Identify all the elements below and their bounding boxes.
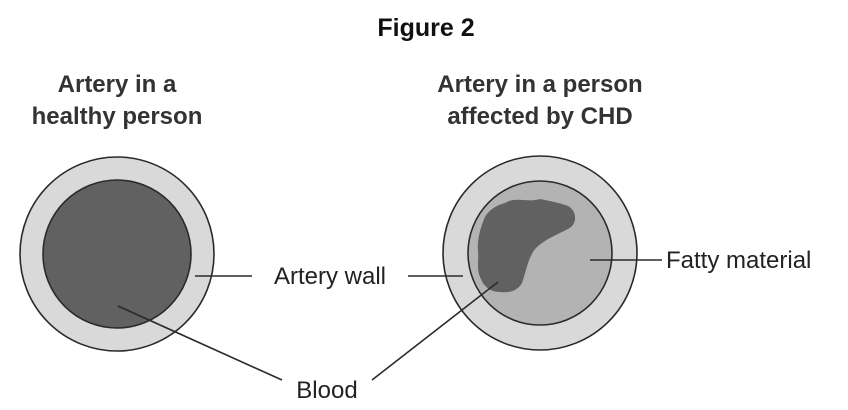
blood-leader-right (372, 282, 498, 380)
healthy-blood (43, 180, 191, 328)
healthy-artery (20, 157, 214, 351)
blood-label: Blood (296, 377, 357, 404)
figure-title: Figure 2 (377, 14, 474, 42)
healthy-heading-line2: healthy person (32, 103, 203, 130)
fatty-material-label: Fatty material (666, 247, 811, 274)
artery-wall-label: Artery wall (274, 263, 386, 290)
healthy-heading-line1: Artery in a (58, 71, 177, 98)
affected-heading-line1: Artery in a person (437, 71, 642, 98)
affected-heading-line2: affected by CHD (447, 103, 632, 130)
affected-artery (443, 156, 637, 350)
